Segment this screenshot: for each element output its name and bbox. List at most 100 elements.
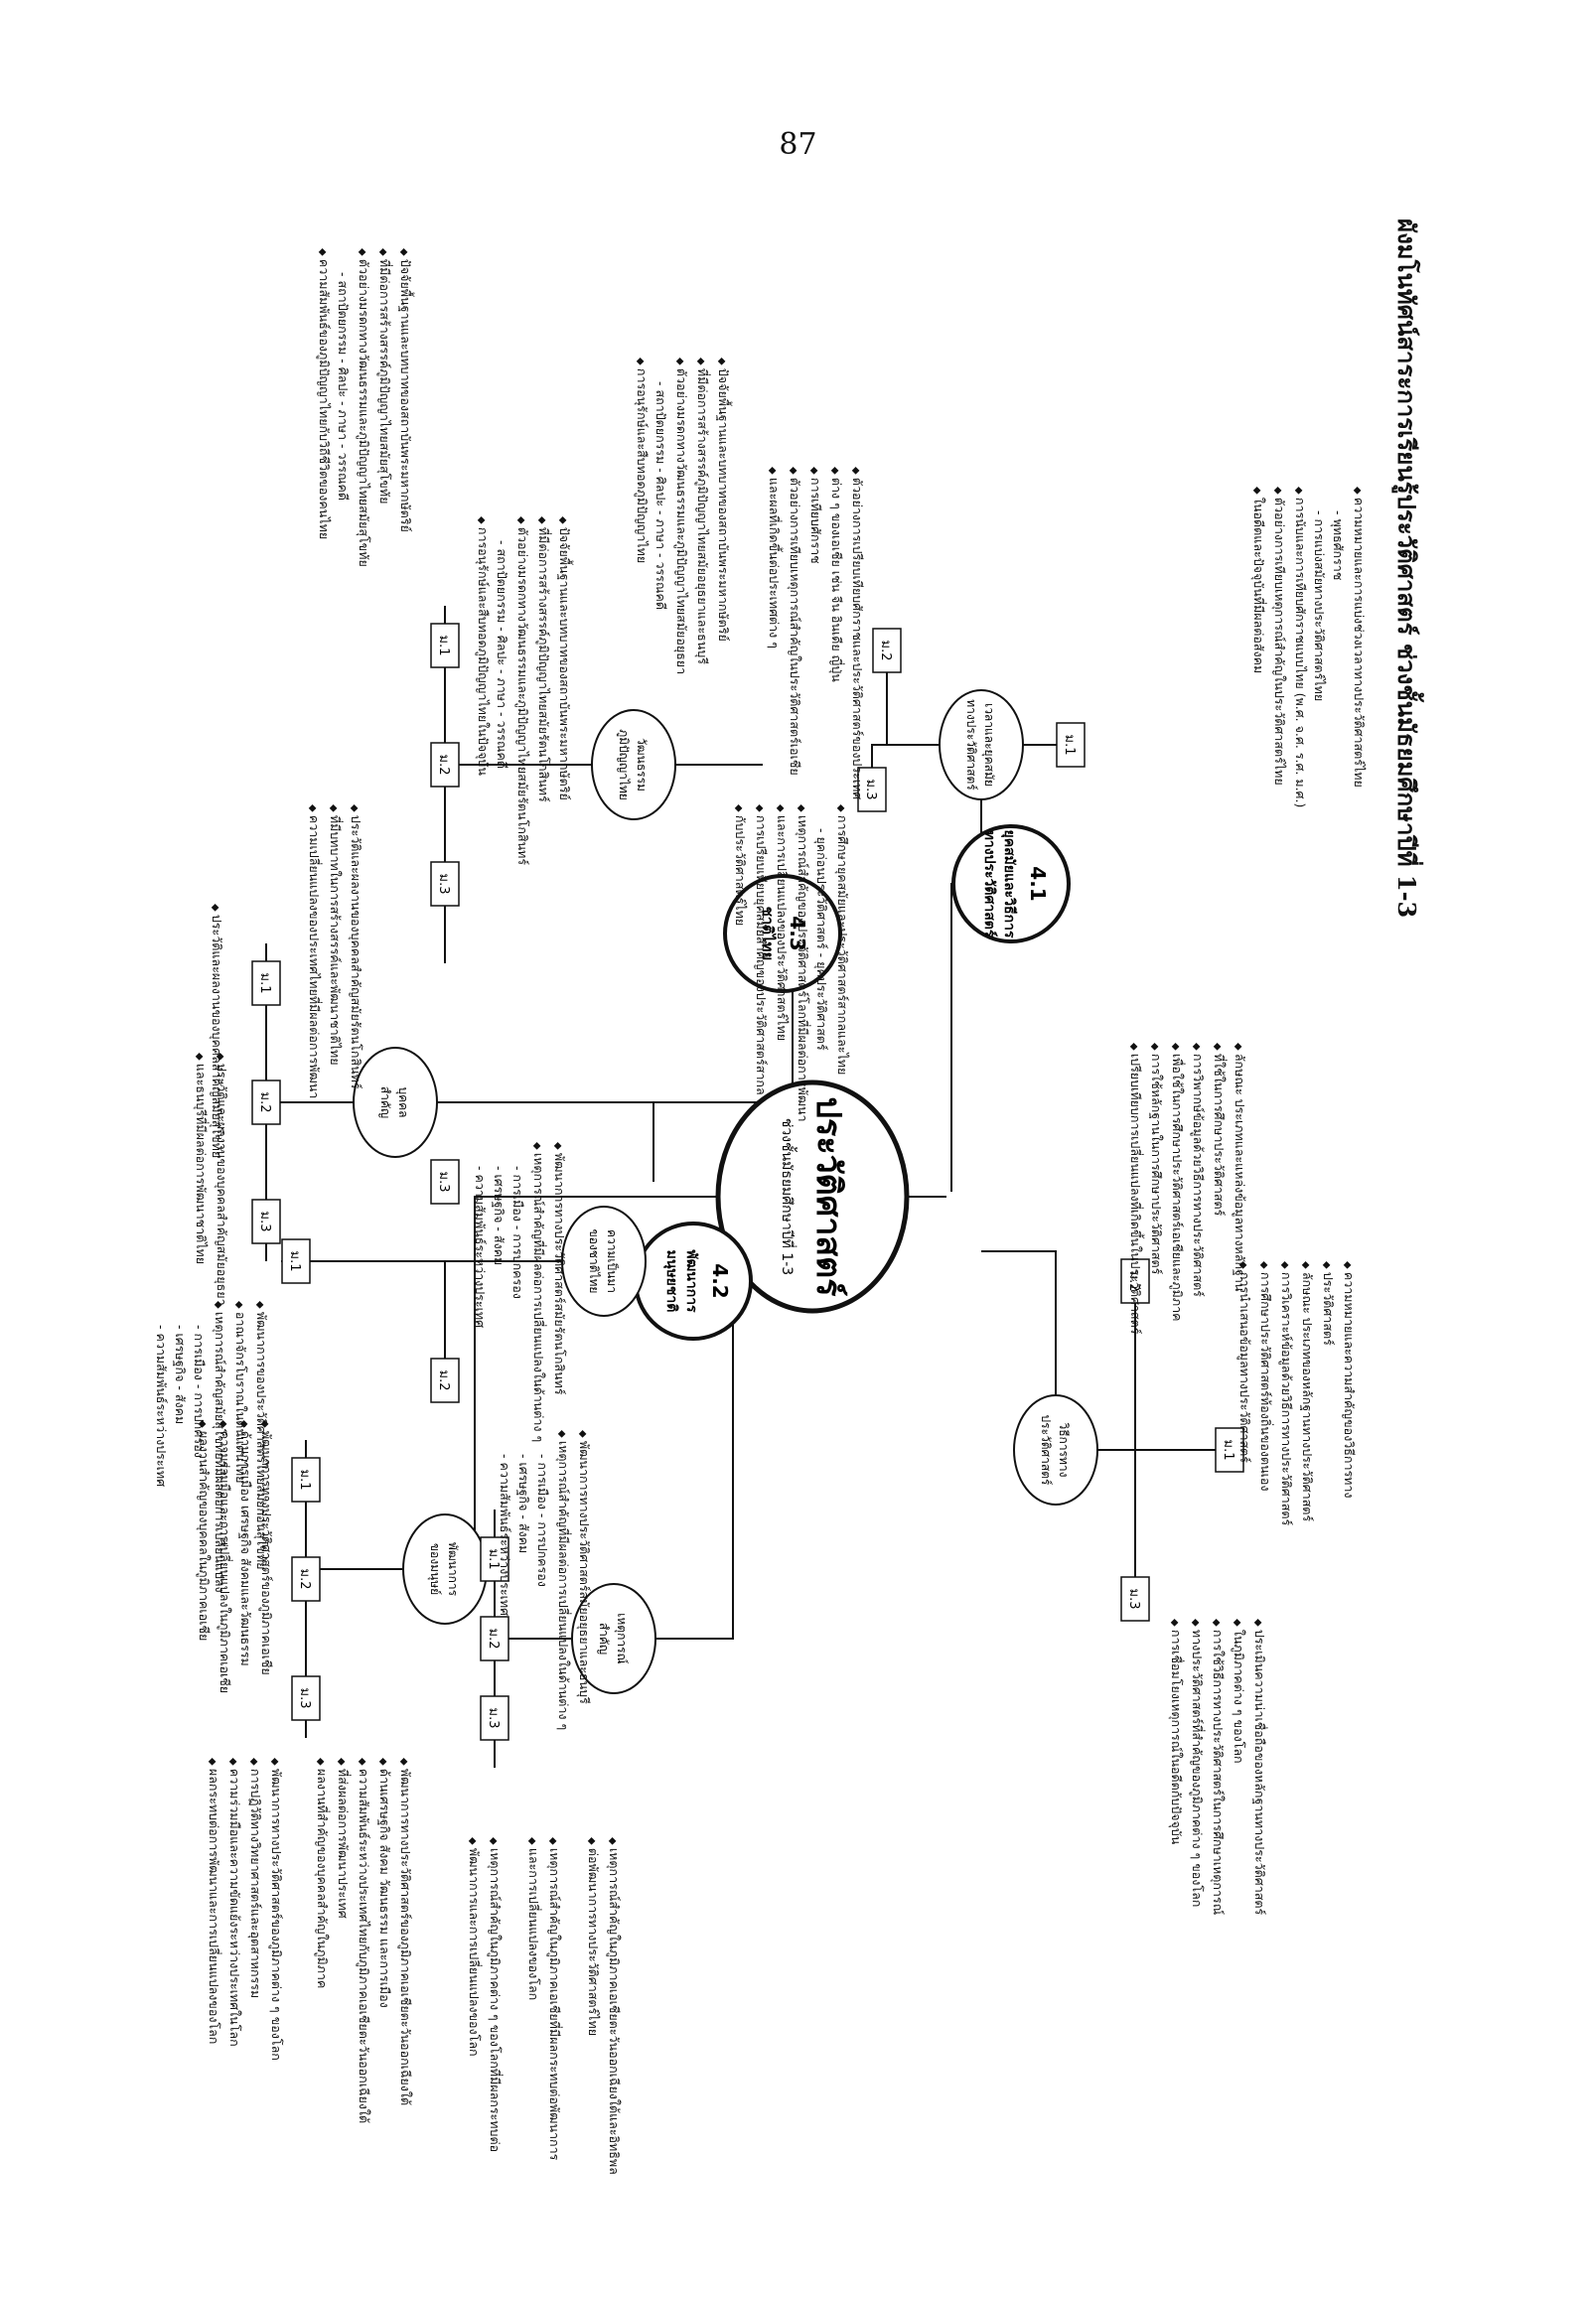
note-line: ตัวอย่างมรดกทางวัฒนธรรมและภูมิปัญญาไทยสม… (511, 516, 532, 865)
topic-method: วิธีการทาง ประวัติศาสตร์ (1013, 1394, 1098, 1506)
notes-method-m3: ประเมินความน่าเชื่อถือของหลักฐานทางประวั… (1165, 1619, 1269, 1915)
note-line: - เศรษฐกิจ - สังคม (173, 1325, 188, 1425)
note-line: เพื่อใช้ในการศึกษาประวัติศาสตร์เอเชียและ… (1166, 1043, 1187, 1334)
note-line: - การเมือง - การปกครอง (510, 1166, 525, 1299)
rotated-sheet-container: ผังมโนทัศน์สาระการเรียนรู้ประวัติศาสตร์ … (127, 189, 1448, 2205)
note-line: การนับและการเทียบศักราชแบบไทย (พ.ศ. จ.ศ.… (1289, 487, 1310, 807)
topic-era-line2: ทางประวัติศาสตร์ (964, 699, 978, 791)
svg-text:ม.1: ม.1 (1221, 1440, 1235, 1461)
note-line: การใช้หลักฐานในการศึกษาประวัติศาสตร์ (1145, 1043, 1166, 1334)
note-line: - พุทธศักราช (1331, 510, 1346, 581)
note-line: พัฒนาการของประวัติศาสตร์ไทยสมัยก่อนสุโขท… (250, 1301, 271, 1593)
topic-human-line2: ของมนุษย์ (427, 1543, 442, 1595)
grade-person-m1: ม.1 (251, 960, 281, 1006)
grade-culture-m2: ม.2 (430, 742, 460, 788)
note-line: อาณาจักรโบราณในดินแดนไทย (229, 1301, 250, 1593)
note-line: ประวัติและผลงานของบุคคลสำคัญสมัยอยุธยา (211, 1053, 231, 1306)
grade-event-m2: ม.2 (480, 1616, 509, 1661)
grade-human-m1: ม.1 (291, 1457, 321, 1503)
note-line: พัฒนาการทางประวัติศาสตร์สมัยรัตนโกสินทร์ (548, 1142, 569, 1442)
center-subtitle: ช่วงชั้นมัธยมศึกษาปีที่ 1-3 (779, 1118, 798, 1275)
topic-thai-line2: ของชาติไทย (587, 1229, 601, 1294)
note-line: - สถาปัตยกรรม - ศิลปะ - ภาษา - วรรณคดี (495, 540, 509, 769)
notes-human-m1: พัฒนาการทางประวัติศาสตร์ของภูมิภาคเอเชีย… (311, 1758, 415, 2123)
note-line: - ยุคก่อนประวัติศาสตร์ - ยุคประวัติศาสตร… (814, 828, 829, 1051)
grade-era-m1: ม.1 (1056, 722, 1086, 768)
note-line: ในอดีตและปัจจุบันที่มีผลต่อสังคม (1247, 487, 1268, 807)
note-line: เหตุการณ์สำคัญที่มีผลต่อการเปลี่ยนแปลงใน… (552, 1430, 573, 1730)
note-line: การเทียบศักราช (804, 467, 825, 799)
grade-method-m3: ม.3 (1120, 1576, 1150, 1622)
note-line: ความสัมพันธ์ระหว่างประเทศไทยกับภูมิภาคเอ… (353, 1758, 373, 2123)
topic-culture: วัฒนธรรม ภูมิปัญญาไทย (591, 709, 676, 820)
topic-event-line1: เหตุการณ์ (614, 1613, 629, 1663)
note-line: ด้านเศรษฐกิจ สังคม วัฒนธรรม และการเมือง (373, 1758, 394, 2123)
note-line: ประเมินความน่าเชื่อถือของหลักฐานทางประวั… (1248, 1619, 1269, 1915)
notes-culture-m3: ปัจจัยพื้นฐานและบทบาทของสถาบันพระมหากษัต… (472, 516, 574, 865)
note-line: การวิเคราะห์ข้อมูลด้วยวิธีการทางประวัติศ… (1275, 1261, 1296, 1525)
center-node: ประวัติศาสตร์ ช่วงชั้นมัธยมศึกษาปีที่ 1-… (715, 1080, 910, 1314)
grade-thai-m2: ม.2 (430, 1358, 460, 1403)
grade-thai-m3: ม.3 (430, 1159, 460, 1205)
svg-text:ม.2: ม.2 (436, 1370, 451, 1391)
note-line: ปัจจัยพื้นฐานและบทบาทของสถาบันพระมหากษัต… (394, 248, 415, 567)
note-line: ผลงานที่สำคัญของบุคคลสำคัญในภูมิภาค (311, 1758, 332, 2123)
svg-text:ม.2: ม.2 (257, 1092, 272, 1113)
concept-map-diagram: ประวัติศาสตร์ ช่วงชั้นมัธยมศึกษาปีที่ 1-… (251, 606, 1244, 1768)
note-line: - การแบ่งสมัยทางประวัติศาสตร์ไทย (1312, 510, 1327, 702)
note-line: การปฏิวัติทางวิทยาศาสตร์และอุตสาหกรรม (244, 1758, 265, 2061)
svg-text:ม.2: ม.2 (297, 1569, 312, 1590)
hub-4-1: 4.1 ยุคสมัยและวิธีการ ทางประวัติศาสตร์ (951, 824, 1071, 943)
svg-text:ม.3: ม.3 (1126, 1589, 1141, 1610)
note-line: การอนุรักษ์และสืบทอดภูมิปัญญาไทยในปัจจุบ… (472, 516, 493, 865)
note-line: ความเปลี่ยนแปลงของประเทศไทยที่มีผลต่อการ… (303, 804, 324, 1098)
svg-text:ม.3: ม.3 (257, 1212, 272, 1232)
note-line: ทางประวัติศาสตร์ที่สำคัญของภูมิภาคต่าง ๆ… (1186, 1619, 1207, 1915)
svg-text:ม.3: ม.3 (486, 1708, 501, 1729)
note-line: ตัวอย่างมรดกทางวัฒนธรรมและภูมิปัญญาไทยสม… (670, 358, 691, 674)
hub-4-2-number: 4.2 (708, 1263, 732, 1298)
note-line: การวิพากษ์ข้อมูลด้วยวิธีการทางประวัติศาส… (1187, 1043, 1208, 1334)
note-line: การใช้วิธีการทางประวัติศาสตร์ในการศึกษาเ… (1207, 1619, 1228, 1915)
notes-era-m3: การศึกษายุคสมัยและประวัติศาสตร์สากลและไท… (729, 804, 852, 1122)
grade-era-m2: ม.2 (872, 628, 902, 673)
note-line: เปรียบเทียบการเปลี่ยนแปลงที่เกิดขึ้นในปร… (1124, 1043, 1145, 1335)
notes-human-m3: พัฒนาการทางประวัติศาสตร์ของภูมิภาคต่าง ๆ… (203, 1758, 286, 2061)
note-line: เหตุการณ์สำคัญที่มีผลต่อการเปลี่ยนแปลงใน… (527, 1142, 548, 1442)
note-line: การศึกษายุคสมัยและประวัติศาสตร์สากลและไท… (831, 804, 852, 1122)
svg-text:ม.2: ม.2 (486, 1629, 501, 1650)
note-line: ประวัติศาสตร์ (1317, 1261, 1338, 1525)
note-line: ต่อพัฒนาการทางประวัติศาสตร์ไทย (582, 1837, 603, 2175)
note-line: และการเปลี่ยนแปลงของประวัติศาสตร์ไทย (771, 804, 792, 1122)
notes-culture-m2: ปัจจัยพื้นฐานและบทบาทของสถาบันพระมหากษัต… (631, 358, 733, 674)
topic-culture-line2: ภูมิปัญญาไทย (616, 729, 631, 800)
note-line: - ความสัมพันธ์ระหว่างประเทศ (498, 1454, 512, 1617)
grade-human-m3: ม.3 (291, 1675, 321, 1721)
hub-4-2: 4.2 พัฒนาการ มนุษยชาติ (634, 1222, 753, 1341)
note-line: - การเมือง - การปกครอง (192, 1325, 207, 1458)
note-line: - เศรษฐกิจ - สังคม (516, 1454, 531, 1554)
note-line: กับประวัติศาสตร์ไทย (729, 804, 750, 1122)
note-line: และธนบุรีที่มีผลต่อการพัฒนาชาติไทย (190, 1053, 211, 1306)
notes-method-m1: ความหมายและความสำคัญของวิธีการทางประวัติ… (1233, 1261, 1359, 1525)
notes-thai-m1: พัฒนาการของประวัติศาสตร์ไทยสมัยก่อนสุโขท… (152, 1301, 271, 1593)
topic-person-line2: สำคัญ (378, 1086, 392, 1118)
hub-4-1-line2: ยุคสมัยและวิธีการ (1001, 830, 1017, 938)
topic-thai: ความเป็นมา ของชาติไทย (561, 1206, 647, 1317)
notes-era-m1: ความหมายและการแบ่งช่วงเวลาทางประวัติศาสต… (1247, 487, 1369, 807)
note-line: พัฒนาการทางประวัติศาสตร์ของภูมิภาคต่าง ๆ… (265, 1758, 286, 2061)
note-line: การเปรียบเทียบยุคสมัยสำคัญของประวัติศาสต… (750, 804, 771, 1122)
topic-method-line1: วิธีการทาง (1057, 1422, 1071, 1477)
grade-event-m1: ม.1 (480, 1536, 509, 1582)
notes-culture-m1: ปัจจัยพื้นฐานและบทบาทของสถาบันพระมหากษัต… (313, 248, 415, 567)
note-line: เหตุการณ์สำคัญในภูมิภาคต่าง ๆ ของโลกที่ม… (484, 1837, 505, 2152)
note-line: ผลกระทบต่อการพัฒนาและการเปลี่ยนแปลงของโล… (203, 1758, 223, 2061)
note-line: ประวัติและผลงานของบุคคลสำคัญสมัยรัตนโกสิ… (345, 804, 365, 1098)
svg-text:ม.1: ม.1 (1062, 735, 1077, 756)
note-line: พัฒนาการและการเปลี่ยนแปลงของโลก (463, 1837, 484, 2152)
note-line: ต่าง ๆ ของเอเชีย เช่น จีน อินเดีย ญี่ปุ่… (825, 467, 846, 799)
svg-text:ม.2: ม.2 (436, 755, 451, 776)
note-line: ลักษณะ ประเภทและแหล่งข้อมูลทางหลักฐาน (1229, 1043, 1249, 1334)
note-line: - ความสัมพันธ์ระหว่างประเทศ (154, 1325, 169, 1488)
note-line: พัฒนาการทางประวัติศาสตร์สมัยอยุธยาและธนบ… (573, 1430, 594, 1730)
